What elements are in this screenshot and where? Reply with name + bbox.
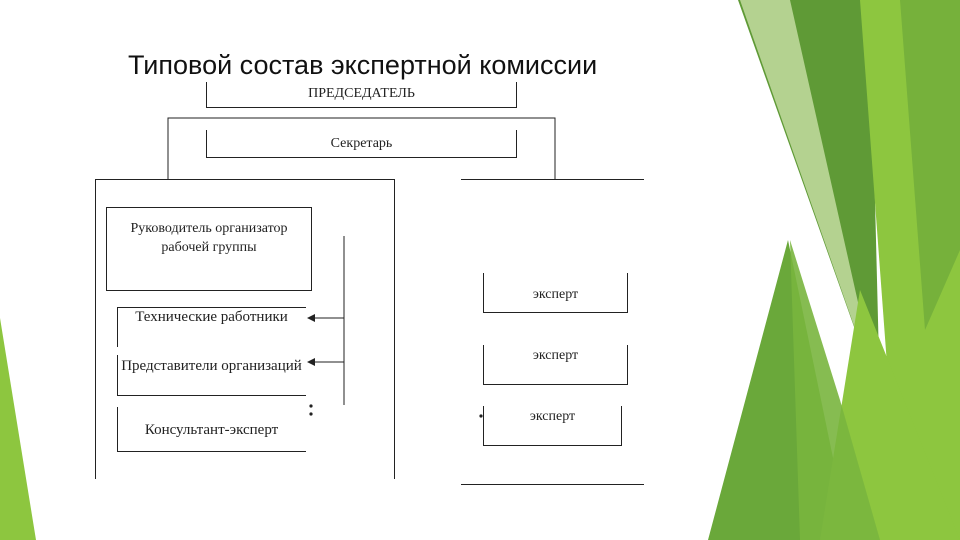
deco-triangle-dark-top xyxy=(738,0,880,400)
connector-outer-bracket xyxy=(167,117,556,180)
deco-triangle-pale xyxy=(740,0,880,400)
head-label: Руководитель организатор рабочей группы xyxy=(106,219,312,257)
right-group-container xyxy=(461,179,644,485)
dot-consultant-2 xyxy=(309,412,313,416)
technical-label: Технические работники xyxy=(117,307,306,327)
secretary-label: Секретарь xyxy=(330,136,393,151)
dot-consultant-1 xyxy=(309,404,313,408)
deco-triangle-left xyxy=(0,318,36,540)
secretary-box xyxy=(206,130,517,158)
expert-box-2 xyxy=(483,345,628,385)
consultant-box xyxy=(117,407,306,452)
representatives-box xyxy=(117,355,306,396)
head-box xyxy=(106,207,312,291)
deco-triangle-mid xyxy=(900,0,960,330)
representatives-label: Представители организаций xyxy=(117,356,306,376)
expert-label-1: эксперт xyxy=(532,287,579,302)
dot-expert-3 xyxy=(479,414,483,418)
technical-box xyxy=(117,307,306,347)
chairman-label: ПРЕДСЕДАТЕЛЬ xyxy=(308,86,415,101)
expert-label-2: эксперт xyxy=(532,348,579,363)
head-label-text: Руководитель организатор рабочей группы xyxy=(130,221,288,255)
left-group-container xyxy=(95,179,395,479)
expert-box-3 xyxy=(483,406,622,446)
expert-label-3: эксперт xyxy=(529,409,576,424)
expert-box-1 xyxy=(483,273,628,313)
deco-triangle-bottom-center xyxy=(790,240,880,540)
slide-title: Типовой состав экспертной комиссии xyxy=(128,50,598,80)
technical-label-text: Технические работники xyxy=(135,309,288,325)
chairman-box xyxy=(206,82,517,108)
representatives-label-text: Представители организаций xyxy=(121,358,302,374)
consultant-label: Консультант-эксперт xyxy=(144,422,279,438)
